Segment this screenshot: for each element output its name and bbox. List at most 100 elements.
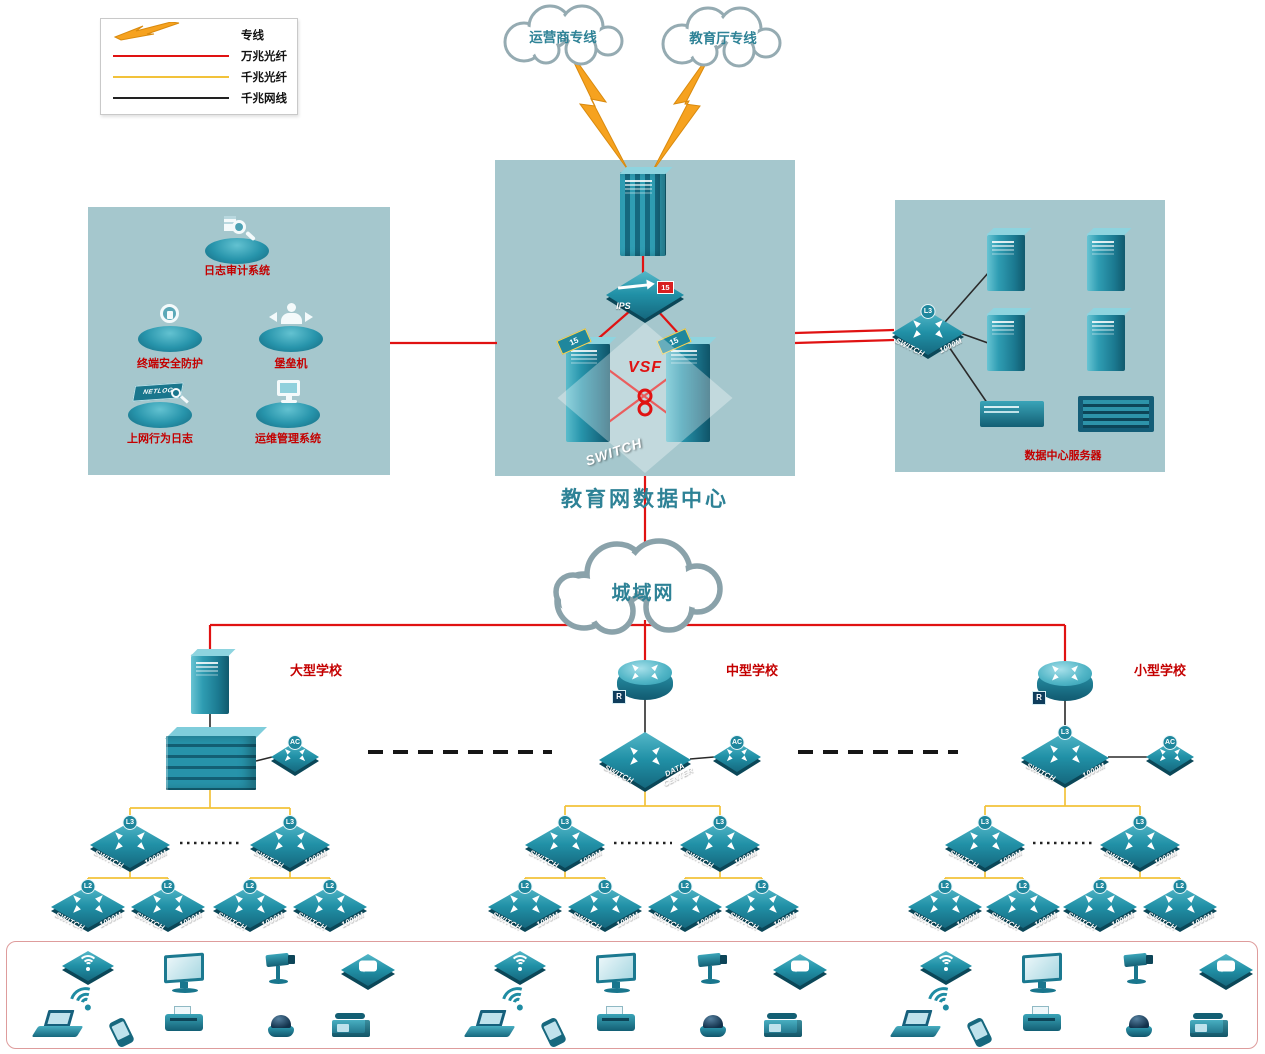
laptop-device	[889, 1010, 942, 1042]
lightning-bolt	[651, 47, 715, 173]
switch-arrows-icon	[1050, 745, 1080, 763]
switch-arrows-icon	[632, 665, 658, 680]
switch-badge: L2	[1092, 879, 1108, 894]
router-badge: R	[1032, 691, 1046, 705]
vsf-core-server: 15	[656, 328, 710, 442]
datacenter-server-tower	[1087, 233, 1125, 291]
switch-arrows-icon	[510, 895, 540, 913]
im-terminal	[1199, 954, 1253, 990]
firewall-tower	[620, 172, 666, 256]
switch-arrows-icon	[235, 895, 265, 913]
log-audit-label: 日志审计系统	[204, 265, 270, 277]
switch-badge: L2	[597, 879, 613, 894]
im-terminal	[341, 954, 395, 990]
school-gateway-tower	[191, 654, 229, 714]
camera-device	[1120, 951, 1158, 989]
school-label-medium: 中型学校	[725, 663, 779, 678]
chat-bubble-icon	[791, 960, 809, 973]
switch-arrows-icon	[1160, 749, 1180, 761]
switch-arrows-icon	[630, 747, 660, 765]
switch-badge: L2	[937, 879, 953, 894]
ac-controller: AC	[713, 735, 761, 776]
switch-badge: L3	[1057, 725, 1073, 740]
phone-device	[107, 1016, 136, 1049]
switch-badge: L3	[920, 304, 936, 319]
red-line-swatch	[113, 54, 231, 57]
switch-arrows-icon	[153, 895, 183, 913]
switch-badge: L3	[122, 815, 138, 830]
vsf-label: VSF	[627, 359, 663, 376]
vsf-link-icon	[637, 401, 653, 417]
switch-arrows-icon	[913, 320, 943, 338]
switch-badge: L3	[977, 815, 993, 830]
switch-arrows-icon	[285, 749, 305, 761]
switch-badge: L2	[242, 879, 258, 894]
wifi-icon	[77, 955, 99, 971]
legend: 专线 万兆光纤 千兆光纤 千兆网线	[100, 18, 298, 115]
dome-device	[1123, 1013, 1155, 1041]
laptop-device	[463, 1010, 516, 1042]
carrier-cloud-label: 运营商专线	[529, 29, 597, 45]
dome-device	[697, 1013, 729, 1041]
dome-device	[265, 1013, 297, 1041]
switch-arrows-icon	[1085, 895, 1115, 913]
switch-badge: L3	[557, 815, 573, 830]
education-cloud-label: 教育厅专线	[689, 30, 757, 46]
switch-badge: L3	[712, 815, 728, 830]
school-label-large: 大型学校	[289, 663, 343, 678]
legend-label: 千兆光纤	[241, 71, 287, 84]
log-audit-icon	[198, 215, 276, 265]
bastion-host-label: 堡垒机	[274, 358, 308, 370]
switch-badge: L2	[80, 879, 96, 894]
router-badge: R	[612, 690, 626, 704]
lightning-legend-icon	[113, 21, 231, 47]
ops-management-label: 运维管理系统	[255, 433, 321, 445]
wifi-icon	[935, 955, 957, 971]
datacenter-title: 教育网数据中心	[561, 487, 729, 511]
phone-device	[965, 1016, 994, 1049]
netlog-label: 上网行为日志	[127, 433, 193, 445]
switch-badge: AC	[1162, 735, 1178, 750]
switch-arrows-icon	[590, 895, 620, 913]
ips-appliance: 15 IPS	[606, 271, 684, 323]
endpoint-security-label: 终端安全防护	[137, 358, 203, 370]
switch-arrows-icon	[275, 832, 305, 850]
switch-badge: L2	[1172, 879, 1188, 894]
yellow-line-swatch	[113, 75, 231, 78]
switch-arrows-icon	[727, 749, 747, 761]
core-chassis-switch	[165, 727, 267, 790]
datacenter-server-tower	[1087, 313, 1125, 371]
datacenter-server-tower	[987, 313, 1025, 371]
school-router-medium: R	[612, 660, 673, 704]
datacenter-rack	[1078, 396, 1154, 432]
legend-label: 万兆光纤	[241, 50, 287, 63]
switch-arrows-icon	[550, 832, 580, 850]
chat-bubble-icon	[1217, 960, 1235, 973]
switch-badge: L2	[1015, 879, 1031, 894]
man-cloud: 城域网	[553, 538, 723, 635]
ac-controller: AC	[271, 735, 319, 776]
switch-arrows-icon	[73, 895, 103, 913]
wifi-icon	[509, 955, 531, 971]
printer-device	[1021, 1006, 1063, 1036]
switch-badge: L2	[517, 879, 533, 894]
switch-badge: L2	[160, 879, 176, 894]
switch-arrows-icon	[747, 895, 777, 913]
wlan-ap	[494, 951, 546, 985]
legend-label: 千兆网线	[241, 92, 287, 105]
switch-badge: AC	[287, 735, 303, 750]
